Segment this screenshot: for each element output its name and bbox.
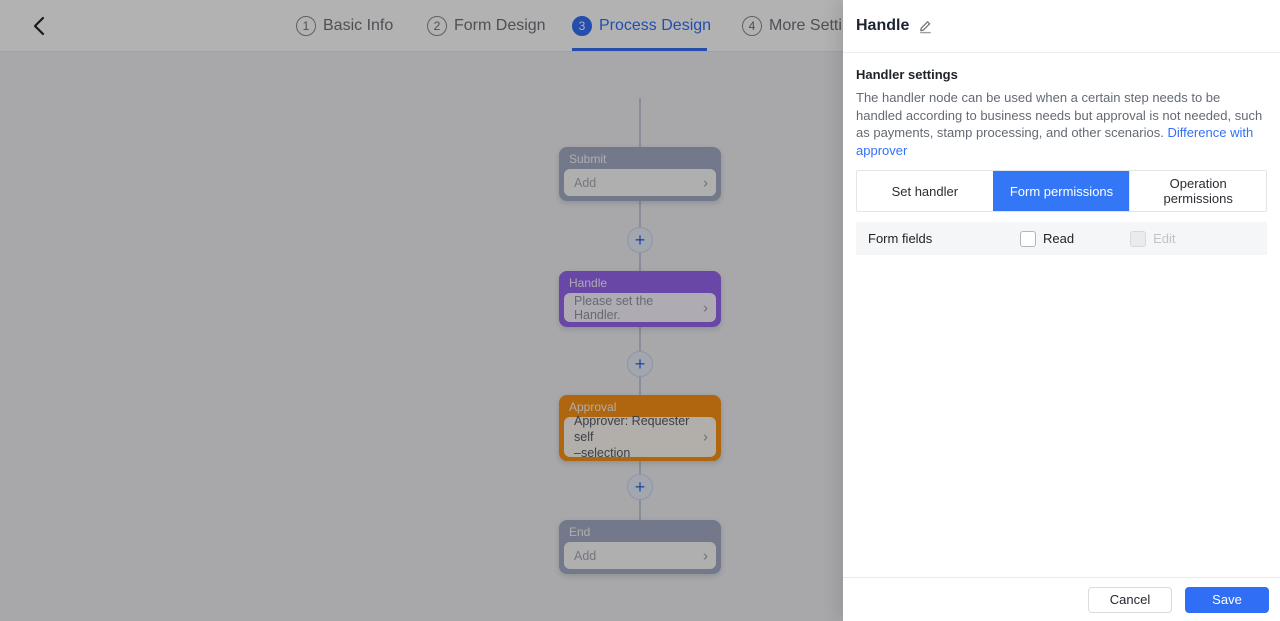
chevron-right-icon: ›: [703, 174, 708, 191]
description-text: The handler node can be used when a cert…: [856, 90, 1263, 140]
edit-title-icon[interactable]: [918, 19, 933, 34]
step-number: 2: [427, 16, 447, 36]
add-node-button[interactable]: +: [627, 227, 653, 253]
handler-settings-description: The handler node can be used when a cert…: [856, 89, 1267, 159]
active-step-underline: [572, 48, 707, 51]
flow-node-end[interactable]: End Add ›: [559, 520, 721, 574]
step-basic-info[interactable]: 1 Basic Info: [296, 16, 393, 36]
step-number: 4: [742, 16, 762, 36]
step-label: Process Design: [599, 17, 712, 34]
node-body-text: Please set the Handler.: [574, 293, 654, 322]
step-number: 3: [572, 16, 592, 36]
flow-canvas: Submit Add › + Handle Please set the Han…: [0, 53, 1280, 621]
add-node-button[interactable]: +: [627, 351, 653, 377]
handler-settings-title: Handler settings: [856, 67, 958, 82]
back-button[interactable]: [26, 13, 52, 39]
checkbox-unchecked-icon[interactable]: [1020, 230, 1036, 247]
step-label: Basic Info: [323, 17, 394, 34]
flow-node-submit[interactable]: Submit Add ›: [559, 147, 721, 201]
flow-node-handle[interactable]: Handle Please set the Handler. ›: [559, 271, 721, 327]
chevron-left-icon: [33, 16, 45, 36]
plus-icon: +: [634, 477, 646, 497]
modal-scrim[interactable]: [0, 0, 843, 621]
chevron-right-icon: ›: [703, 428, 708, 446]
node-title: Submit: [569, 152, 607, 166]
add-node-button[interactable]: +: [627, 474, 653, 500]
node-title: Approval: [569, 400, 617, 414]
read-permission-checkbox[interactable]: Read: [1020, 230, 1075, 247]
form-fields-label: Form fields: [868, 231, 933, 246]
tab-set-handler[interactable]: Set handler: [857, 171, 993, 211]
node-body-text: Approver: Requester self –selection: [574, 414, 690, 460]
read-label: Read: [1043, 231, 1075, 246]
flow-node-approval[interactable]: Approval Approver: Requester self –selec…: [559, 395, 721, 461]
save-button[interactable]: Save: [1185, 586, 1269, 613]
panel-title: Handle: [856, 17, 910, 34]
permissions-tabs: Set handler Form permissions Operation p…: [856, 170, 1267, 212]
chevron-right-icon: ›: [703, 547, 708, 564]
plus-icon: +: [634, 354, 646, 374]
chevron-right-icon: ›: [703, 299, 708, 316]
node-body-text: Add: [574, 548, 597, 563]
edit-permission-checkbox-disabled: Edit: [1130, 230, 1176, 247]
plus-icon: +: [634, 230, 646, 250]
tab-form-permissions[interactable]: Form permissions: [992, 171, 1130, 211]
node-title: Handle: [569, 276, 608, 290]
panel-footer: Cancel Save: [843, 577, 1280, 621]
node-body-text: Add: [574, 175, 597, 190]
checkbox-disabled-icon: [1130, 230, 1147, 247]
form-fields-row: Form fields Read Edit: [856, 222, 1267, 255]
node-settings-panel: Handle Handler settings The handler node…: [843, 0, 1280, 621]
tab-operation-permissions[interactable]: Operation permissions: [1129, 171, 1266, 211]
step-label: Form Design: [454, 17, 546, 34]
panel-content: Handler settings The handler node can be…: [843, 53, 1280, 577]
step-process-design[interactable]: 3 Process Design: [572, 16, 711, 36]
difference-with-approver-link[interactable]: Difference with approver: [856, 125, 1254, 158]
step-number: 1: [296, 16, 316, 36]
panel-header: Handle: [843, 0, 1280, 53]
cancel-button[interactable]: Cancel: [1088, 586, 1172, 613]
node-title: End: [569, 525, 591, 539]
pencil-icon: [920, 20, 932, 33]
step-form-design[interactable]: 2 Form Design: [427, 16, 546, 36]
edit-label: Edit: [1153, 231, 1176, 246]
